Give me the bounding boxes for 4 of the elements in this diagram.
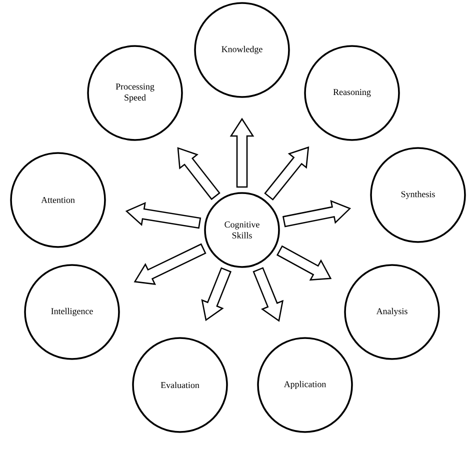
block-arrow — [264, 146, 310, 200]
block-arrow — [252, 267, 284, 322]
block-arrow — [125, 202, 202, 229]
block-arrow — [230, 118, 254, 188]
